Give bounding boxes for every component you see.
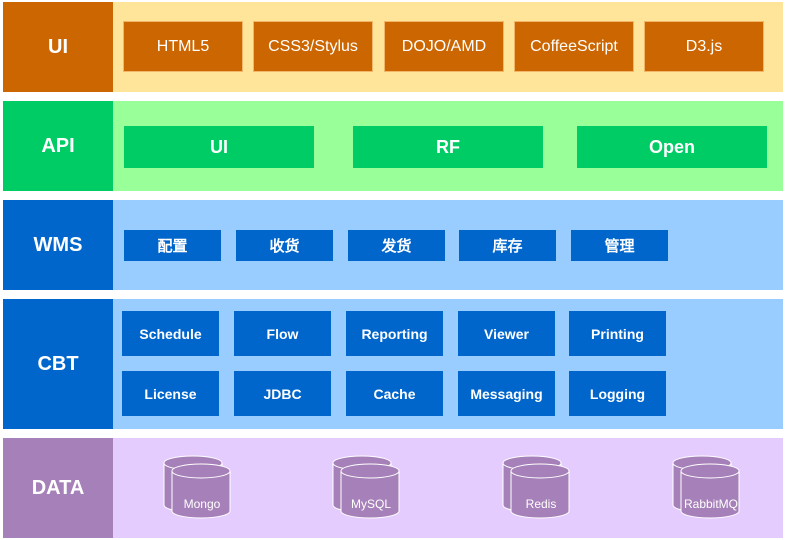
ui-layer: UI HTML5 CSS3/Stylus DOJO/AMD CoffeeScri…: [3, 2, 783, 92]
data-layer: DATA Mongo MySQL: [3, 438, 783, 538]
cbt-layer-label: CBT: [3, 299, 113, 429]
cbt-item-flow: Flow: [234, 311, 331, 356]
database-mysql: MySQL: [332, 455, 402, 519]
data-layer-panel: Mongo MySQL Redis: [113, 438, 783, 538]
data-layer-label: DATA: [3, 438, 113, 538]
ui-layer-label: UI: [3, 2, 113, 92]
ui-item-coffeescript: CoffeeScript: [514, 21, 634, 72]
api-item-open: Open: [577, 126, 767, 168]
database-mongo: Mongo: [163, 455, 233, 519]
ui-item-d3: D3.js: [644, 21, 764, 72]
api-item-rf: RF: [353, 126, 543, 168]
wms-item-management: 管理: [571, 230, 668, 261]
wms-layer: WMS 配置 收货 发货 库存 管理: [3, 200, 783, 290]
wms-layer-label: WMS: [3, 200, 113, 290]
cbt-item-schedule: Schedule: [122, 311, 219, 356]
cbt-layer: CBT Schedule Flow Reporting Viewer Print…: [3, 299, 783, 429]
api-item-ui: UI: [124, 126, 314, 168]
cbt-item-messaging: Messaging: [458, 371, 555, 416]
wms-layer-panel: 配置 收货 发货 库存 管理: [113, 200, 783, 290]
ui-layer-panel: HTML5 CSS3/Stylus DOJO/AMD CoffeeScript …: [113, 2, 783, 92]
database-label: MySQL: [350, 497, 391, 511]
database-icon: [163, 455, 231, 519]
cbt-item-jdbc: JDBC: [234, 371, 331, 416]
database-label: Mongo: [183, 497, 221, 511]
cbt-layer-panel: Schedule Flow Reporting Viewer Printing …: [113, 299, 783, 429]
wms-item-config: 配置: [124, 230, 221, 261]
cbt-item-logging: Logging: [569, 371, 666, 416]
wms-item-receiving: 收货: [236, 230, 333, 261]
database-label: Redis: [525, 497, 557, 511]
api-layer-label: API: [3, 101, 113, 191]
wms-item-inventory: 库存: [459, 230, 556, 261]
database-icon: [502, 455, 570, 519]
api-layer: API UI RF Open: [3, 101, 783, 191]
cbt-item-license: License: [122, 371, 219, 416]
ui-item-css3: CSS3/Stylus: [253, 21, 373, 72]
cbt-item-printing: Printing: [569, 311, 666, 356]
wms-item-shipping: 发货: [348, 230, 445, 261]
cbt-item-cache: Cache: [346, 371, 443, 416]
cbt-item-viewer: Viewer: [458, 311, 555, 356]
database-icon: [672, 455, 740, 519]
database-redis: Redis: [502, 455, 572, 519]
ui-item-html5: HTML5: [123, 21, 243, 72]
database-label: RabbitMQ: [683, 497, 739, 511]
api-layer-panel: UI RF Open: [113, 101, 783, 191]
database-rabbitmq: RabbitMQ: [672, 455, 742, 519]
cbt-item-reporting: Reporting: [346, 311, 443, 356]
ui-item-dojo: DOJO/AMD: [384, 21, 504, 72]
database-icon: [332, 455, 400, 519]
